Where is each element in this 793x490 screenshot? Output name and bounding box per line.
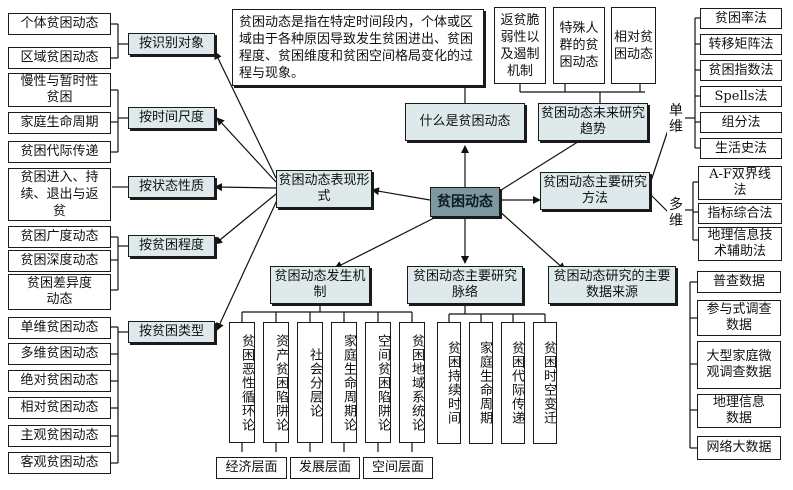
future-item-1: 返贫脆弱性以及遏制机制: [494, 7, 546, 84]
mechanism-item-2: 资产贫困陷阱论: [263, 322, 289, 443]
multi-dimension-label: 多维: [667, 192, 685, 234]
data-sources-node: 贫困动态研究的主要数据来源: [548, 266, 676, 304]
mechanism-item-3: 社会分层论: [297, 322, 323, 443]
group-by-degree: 按贫困程度: [128, 235, 215, 257]
method-single-1: 贫困率法: [700, 8, 782, 29]
data-source-5: 网络大数据: [697, 436, 781, 460]
manif-item-single-dim: 单维贫困动态: [8, 317, 111, 339]
single-dimension-label: 单维: [667, 98, 685, 140]
mechanism-item-5: 空间贫困陷阱论: [365, 322, 391, 443]
manif-item-disparity: 贫困差异度动态: [8, 274, 111, 310]
manif-item-regional: 区域贫困动态: [8, 47, 111, 69]
manifestation-node: 贫困动态表现形式: [276, 170, 372, 208]
level-spatial: 空间层面: [363, 457, 433, 479]
method-single-4: Spells法: [700, 86, 782, 107]
method-multi-2: 指标综合法: [698, 203, 782, 224]
manif-item-multi-dim: 多维贫困动态: [8, 343, 111, 365]
manif-item-family-lifecycle: 家庭生命周期: [8, 112, 111, 134]
context-item-4: 贫困时空变迁: [533, 322, 557, 444]
group-by-timescale: 按时间尺度: [128, 107, 215, 129]
center-node: 贫困动态: [430, 187, 500, 217]
manif-item-subjective: 主观贫困动态: [8, 425, 111, 447]
manif-item-objective: 客观贫困动态: [8, 452, 111, 474]
future-item-2: 特殊人群的贫困动态: [553, 7, 605, 84]
manif-item-individual: 个体贫困动态: [8, 13, 111, 35]
manif-item-depth: 贫困深度动态: [8, 250, 111, 272]
method-multi-3: 地理信息技术辅助法: [698, 227, 782, 261]
method-multi-1: A-F双界线法: [698, 166, 782, 200]
data-source-2: 参与式调查数据: [697, 300, 781, 336]
definition-box: 贫困动态是指在特定时间段内，个体或区域由于各种原因导致发生贫困进出、贫困程度、贫…: [232, 9, 484, 86]
manif-item-entry-exit: 贫困进入、持续、退出与返贫: [8, 168, 111, 221]
manif-item-breadth: 贫困广度动态: [8, 226, 111, 248]
method-single-6: 生活史法: [700, 138, 782, 159]
mechanism-item-4: 家庭生命周期论: [331, 322, 357, 443]
future-trends-node: 贫困动态未来研究趋势: [538, 103, 648, 141]
research-context-node: 贫困动态主要研究脉络: [407, 266, 523, 304]
future-item-3: 相对贫困动态: [611, 7, 656, 84]
context-item-1: 贫困持续时间: [437, 322, 461, 444]
group-by-state: 按状态性质: [128, 176, 215, 198]
what-is-node: 什么是贫困动态: [405, 103, 525, 141]
context-item-2: 家庭生命周期: [469, 322, 493, 444]
method-single-5: 组分法: [700, 112, 782, 133]
manif-item-absolute: 绝对贫困动态: [8, 370, 111, 392]
mechanism-item-1: 贫困恶性循环论: [229, 322, 255, 443]
manif-item-chronic-transient: 慢性与暂时性贫困: [8, 73, 111, 107]
manif-item-intergenerational: 贫困代际传递: [8, 141, 111, 163]
data-source-1: 普查数据: [697, 271, 781, 293]
mechanism-item-6: 贫困地域系统论: [399, 322, 425, 443]
context-item-3: 贫困代际传递: [501, 322, 525, 444]
data-source-4: 地理信息数据: [697, 394, 781, 428]
mechanism-node: 贫困动态发生机制: [270, 266, 370, 304]
manif-item-relative: 相对贫困动态: [8, 397, 111, 419]
group-by-subject: 按识别对象: [128, 33, 215, 55]
methods-node: 贫困动态主要研究方法: [540, 172, 650, 210]
method-single-2: 转移矩阵法: [700, 34, 782, 55]
level-economic: 经济层面: [216, 457, 287, 479]
data-source-3: 大型家庭微观调查数据: [697, 341, 781, 389]
group-by-type: 按贫困类型: [128, 321, 215, 343]
method-single-3: 贫困指数法: [700, 60, 782, 81]
level-development: 发展层面: [290, 457, 360, 479]
